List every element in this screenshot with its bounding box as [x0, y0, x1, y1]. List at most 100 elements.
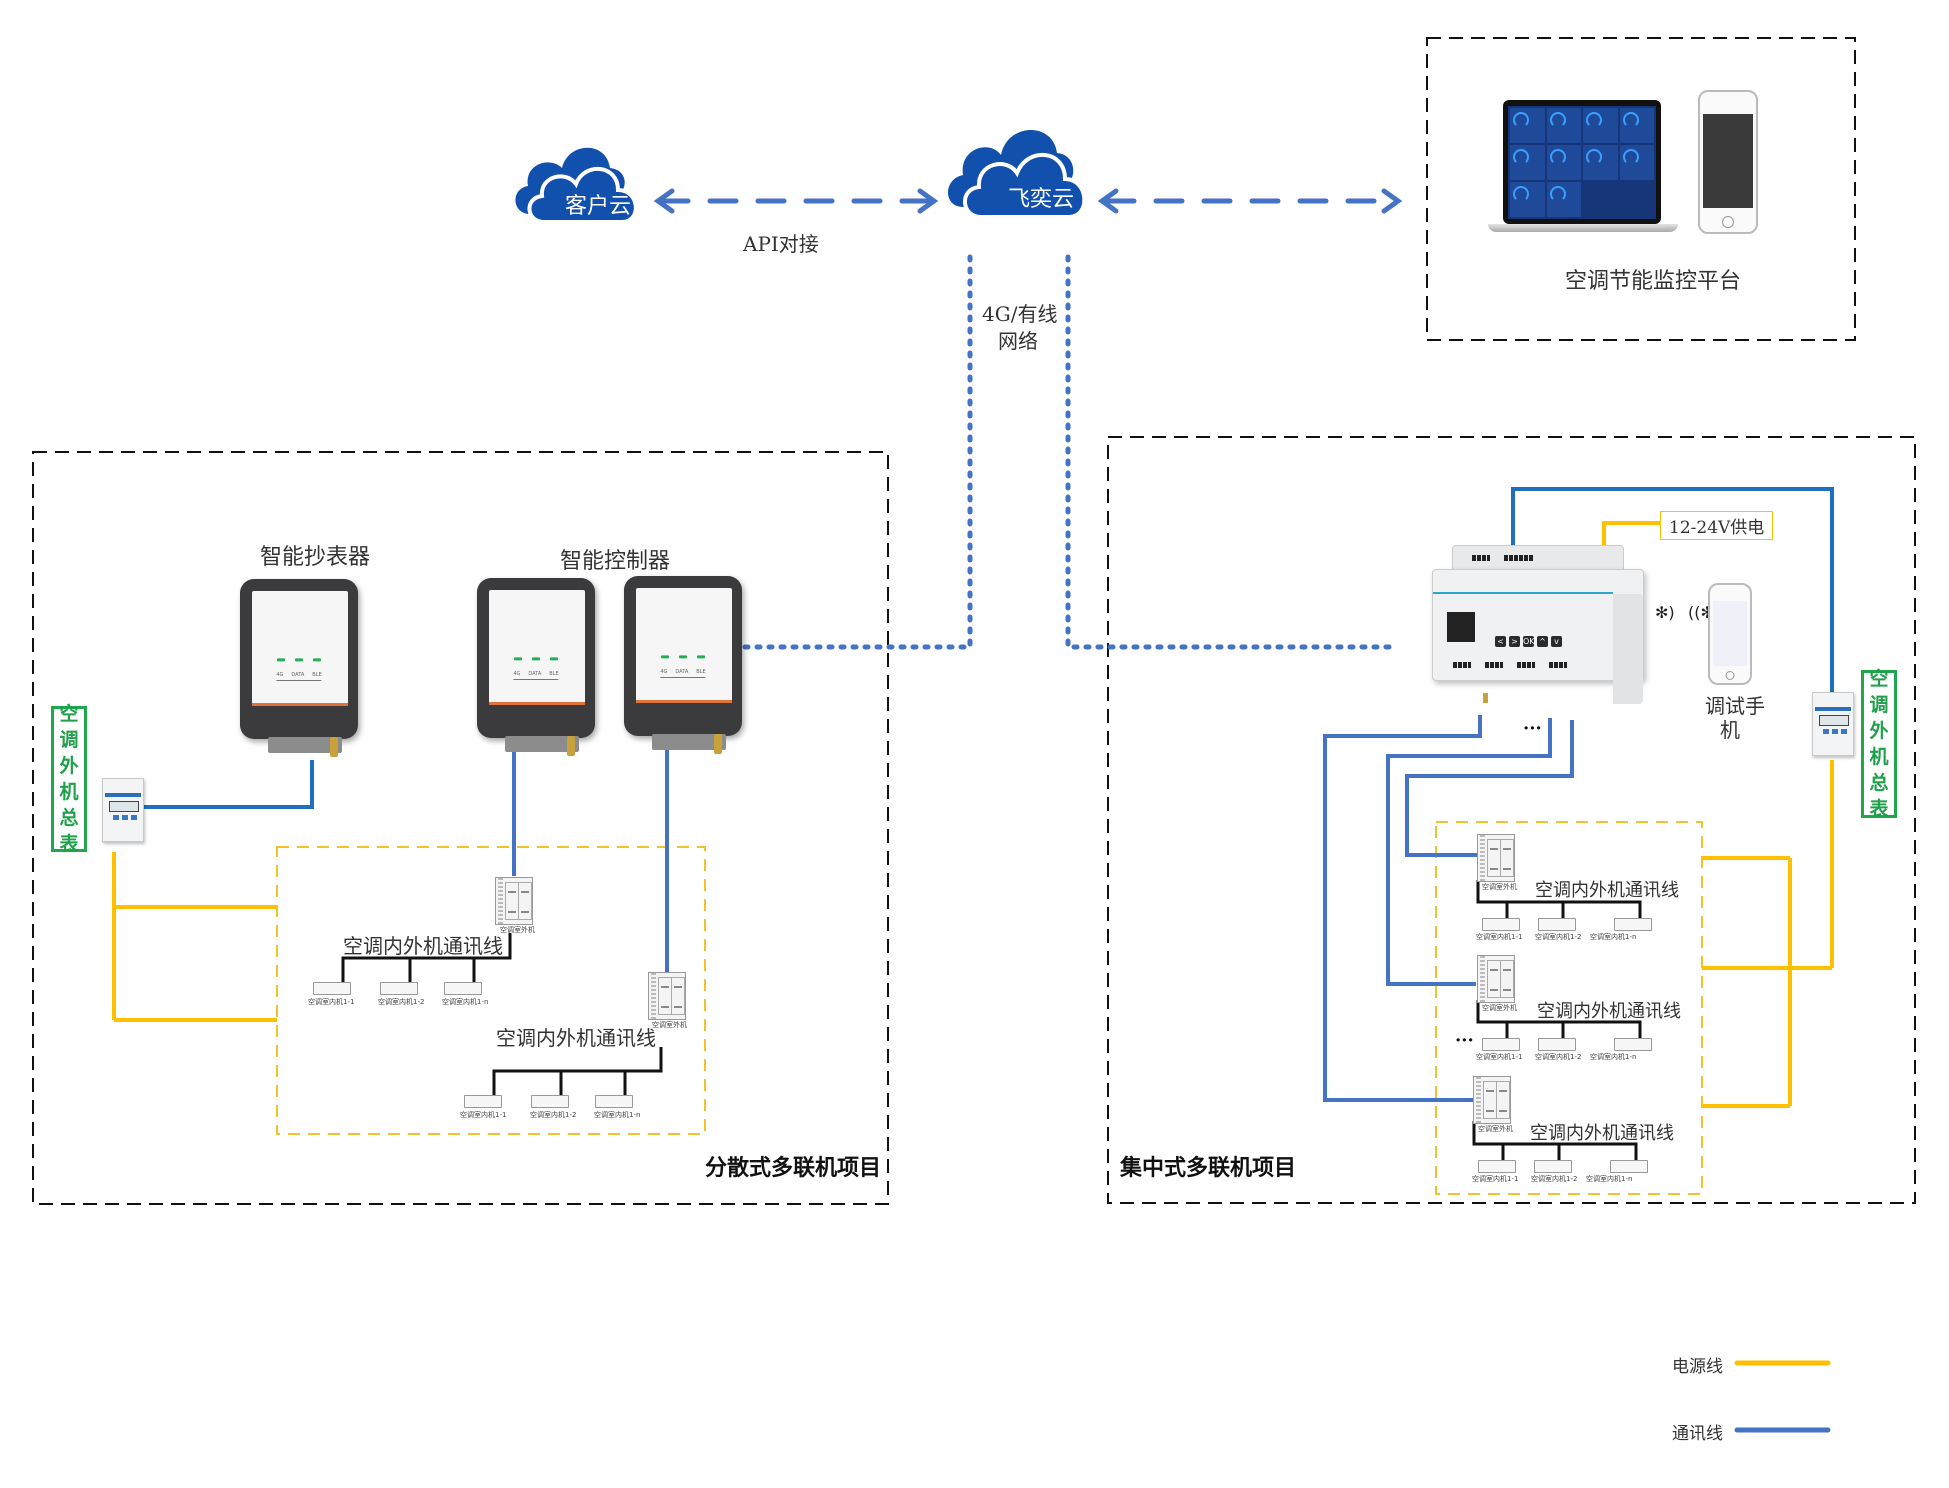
controller-display	[1447, 612, 1475, 642]
indoor-unit-label: 空调室内机1-n	[442, 998, 489, 1006]
bluetooth-icon: ((✻	[1688, 603, 1714, 622]
laptop-screen	[1503, 100, 1661, 224]
comm-line-label: 空调内外机通讯线	[1535, 880, 1679, 901]
distributed-internal-comm	[341, 933, 663, 1095]
key-down-button: v	[1551, 636, 1562, 647]
centralized-internal-comm	[1472, 880, 1642, 1160]
cloud-icon	[948, 129, 1087, 219]
platform-link-arrow	[1097, 188, 1403, 214]
laptop-dashboard	[1488, 100, 1678, 232]
centralized-controller-device: < > OK ^ v	[1432, 545, 1647, 715]
key-left-button: <	[1495, 636, 1506, 647]
platform-title: 空调节能监控平台	[1565, 269, 1742, 294]
debug-phone	[1708, 583, 1752, 685]
outdoor-unit	[1477, 834, 1515, 882]
feiyi-cloud: 飞奕云	[943, 115, 1098, 221]
distributed-main-meter	[102, 778, 144, 842]
distributed-project-boundary	[32, 451, 889, 1205]
distributed-comm-lines	[113, 760, 314, 809]
meter-reader-label: 智能抄表器	[260, 545, 371, 570]
network-link-dotted	[742, 254, 1401, 650]
customer-cloud-label: 客户云	[565, 194, 632, 219]
customer-cloud: 客户云	[510, 134, 645, 226]
indoor-unit	[595, 1095, 633, 1108]
indoor-unit-label: 空调室内机1-n	[1586, 1175, 1633, 1183]
indoor-unit	[1482, 1038, 1520, 1051]
terminal-block	[505, 736, 579, 752]
distributed-project-title: 分散式多联机项目	[705, 1155, 882, 1181]
ellipsis: ···	[1455, 1030, 1474, 1051]
comm-line-label: 空调内外机通讯线	[343, 934, 503, 958]
indoor-unit	[1614, 1038, 1652, 1051]
debug-phone-label-line1: 调试手	[1705, 694, 1765, 718]
distributed-odu-comm-lines	[512, 750, 669, 972]
indoor-unit	[1538, 1038, 1576, 1051]
indoor-unit-label: 空调室内机1-2	[1535, 933, 1582, 941]
indoor-unit	[1478, 1160, 1516, 1173]
ellipsis: ···	[1523, 718, 1542, 739]
indoor-unit-label: 空调室内机1-1	[1476, 1053, 1523, 1061]
controller-label: 智能控制器	[560, 549, 671, 574]
debug-phone-label-line2: 机	[1720, 718, 1740, 742]
centralized-project-title: 集中式多联机项目	[1120, 1155, 1297, 1181]
indoor-unit-label: 空调室内机1-2	[530, 1111, 577, 1119]
key-right-button: >	[1509, 636, 1520, 647]
outdoor-unit-label: 空调室外机	[1482, 883, 1517, 891]
indoor-unit	[464, 1095, 502, 1108]
indoor-unit-label: 空调室内机1-n	[1590, 1053, 1637, 1061]
home-button-icon	[1722, 215, 1734, 228]
comm-line-label: 空调内外机通讯线	[1530, 1123, 1674, 1144]
controller-body: < > OK ^ v	[1432, 569, 1644, 704]
outdoor-unit	[495, 877, 533, 925]
indoor-unit	[313, 982, 351, 995]
centralized-meter-comm-line	[1511, 487, 1834, 692]
indoor-unit-label: 空调室内机1-n	[594, 1111, 641, 1119]
feiyi-cloud-label: 飞奕云	[1008, 187, 1075, 212]
laptop-base	[1488, 224, 1678, 232]
platform-phone	[1698, 90, 1758, 234]
distributed-power-lines	[112, 852, 277, 1022]
indoor-unit-label: 空调室内机1-1	[460, 1111, 507, 1119]
terminal-block	[652, 734, 726, 750]
indoor-unit-label: 空调室内机1-1	[308, 998, 355, 1006]
controller-keypad: < > OK ^ v	[1495, 636, 1562, 647]
indoor-unit-label: 空调室内机1-2	[1535, 1053, 1582, 1061]
comm-line-label: 空调内外机通讯线	[1537, 1001, 1681, 1022]
comm-line-label: 空调内外机通讯线	[496, 1026, 656, 1050]
indoor-unit-label: 空调室内机1-1	[1472, 1175, 1519, 1183]
indoor-unit	[380, 982, 418, 995]
indoor-unit-label: 空调室内机1-2	[1531, 1175, 1578, 1183]
outdoor-unit	[1477, 955, 1515, 1003]
centralized-comm-lines	[1323, 715, 1574, 1102]
outdoor-unit	[648, 972, 686, 1020]
indoor-unit	[1482, 918, 1520, 931]
terminal-block	[268, 737, 342, 753]
indoor-unit	[1538, 918, 1576, 931]
centralized-main-meter	[1812, 692, 1854, 756]
antenna-icon	[1483, 693, 1488, 703]
antenna-icon	[330, 737, 338, 757]
indoor-unit	[444, 982, 482, 995]
outdoor-unit-label: 空调室外机	[1482, 1004, 1517, 1012]
centralized-unit-group	[1435, 821, 1703, 1195]
bluetooth-icon: ✻)	[1655, 603, 1675, 622]
network-label-line2: 网络	[998, 329, 1038, 353]
network-label-line1: 4G/有线	[982, 302, 1058, 326]
distributed-main-meter-tag: 空 调 外 机 总 表	[51, 703, 87, 855]
centralized-main-meter-tag: 空 调 外 机 总 表	[1861, 668, 1897, 820]
legend-power-label: 电源线	[1672, 1357, 1723, 1377]
legend-comm-label: 通讯线	[1672, 1424, 1723, 1444]
api-link-label: API对接	[743, 232, 819, 256]
indoor-unit	[1614, 918, 1652, 931]
centralized-power-lines	[1602, 521, 1834, 1108]
home-button-icon	[1725, 671, 1735, 681]
indoor-unit-label: 空调室内机1-1	[1476, 933, 1523, 941]
indoor-unit	[531, 1095, 569, 1108]
key-up-button: ^	[1537, 636, 1548, 647]
antenna-icon	[714, 734, 722, 754]
key-ok-button: OK	[1523, 636, 1535, 647]
antenna-icon	[567, 736, 575, 756]
